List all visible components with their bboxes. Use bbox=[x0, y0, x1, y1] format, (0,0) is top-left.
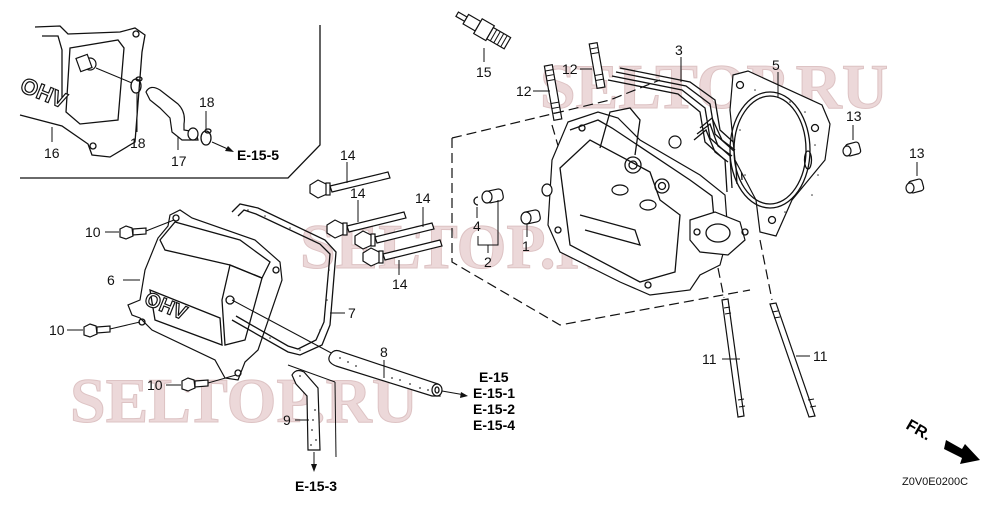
part-13-dowel-a[interactable]: 13 bbox=[842, 108, 862, 157]
callout-12-b: 12 bbox=[562, 61, 578, 77]
callout-16: 16 bbox=[44, 145, 60, 161]
callout-13-a: 13 bbox=[846, 108, 862, 124]
inset-panel: OHV 16 18 17 18 bbox=[16, 25, 321, 179]
callout-13-b: 13 bbox=[909, 145, 925, 161]
callout-2: 2 bbox=[484, 254, 492, 270]
callout-5: 5 bbox=[772, 57, 780, 73]
part-5-cylinder-gasket[interactable]: 5 bbox=[729, 57, 831, 237]
part-2-guide[interactable]: 2 bbox=[477, 188, 504, 270]
callout-15: 15 bbox=[476, 64, 492, 80]
callout-14-c: 14 bbox=[415, 190, 431, 206]
part-11-stud-b[interactable]: 11 bbox=[759, 239, 828, 418]
part-14-bolt-b[interactable]: 14 bbox=[326, 185, 407, 239]
callout-11-b: 11 bbox=[813, 348, 828, 364]
ref-e-15-2[interactable]: E-15-2 bbox=[473, 401, 515, 417]
part-16-head-cover[interactable]: OHV bbox=[16, 25, 146, 158]
callout-11-a: 11 bbox=[702, 351, 717, 367]
part-1-dowel[interactable]: 1 bbox=[520, 209, 541, 254]
callout-6: 6 bbox=[107, 272, 115, 288]
callout-10-a: 10 bbox=[85, 224, 101, 240]
breather-leader bbox=[231, 299, 336, 356]
front-arrow-icon bbox=[944, 440, 980, 464]
part-15-spark-plug[interactable]: 15 bbox=[453, 7, 512, 80]
part-17-breather-tube[interactable] bbox=[145, 86, 199, 141]
part-14-bolt-d[interactable]: 14 bbox=[362, 239, 443, 292]
ref-e-15-4[interactable]: E-15-4 bbox=[473, 417, 515, 433]
part-11-stud-a[interactable]: 11 bbox=[702, 267, 746, 418]
part-7-cover-gasket[interactable]: 7 bbox=[231, 203, 356, 356]
part-12-stud-b[interactable]: 12 bbox=[562, 41, 606, 90]
ref-e-15[interactable]: E-15 bbox=[479, 369, 509, 385]
callout-14-a: 14 bbox=[340, 147, 356, 163]
ref-e-15-1[interactable]: E-15-1 bbox=[473, 385, 515, 401]
ref-e-15-3[interactable]: E-15-3 bbox=[295, 478, 337, 494]
callout-10-b: 10 bbox=[49, 322, 65, 338]
callout-7: 7 bbox=[348, 305, 356, 321]
part-10-bolt-c[interactable]: 10 bbox=[147, 374, 237, 393]
diagram-code: Z0V0E0200C bbox=[902, 476, 968, 488]
callout-17: 17 bbox=[171, 153, 187, 169]
callout-9: 9 bbox=[283, 412, 291, 428]
cylinder-head-assembly bbox=[541, 107, 749, 296]
part-14-bolt-c[interactable]: 14 bbox=[354, 190, 435, 250]
callout-4: 4 bbox=[473, 218, 481, 234]
breather-references: E-15 E-15-1 E-15-2 E-15-4 bbox=[473, 369, 515, 433]
part-6-head-cover[interactable]: OHV 6 bbox=[107, 209, 283, 381]
callout-12-a: 12 bbox=[516, 83, 532, 99]
callout-14-d: 14 bbox=[392, 276, 408, 292]
callout-10-c: 10 bbox=[147, 377, 163, 393]
callout-3: 3 bbox=[675, 42, 683, 58]
watermark-bottom: SELTOP.RU bbox=[70, 365, 418, 436]
part-10-bolt-b[interactable]: 10 bbox=[49, 321, 141, 338]
part-13-dowel-b[interactable]: 13 bbox=[905, 145, 925, 194]
callout-1: 1 bbox=[522, 238, 530, 254]
ref-e-15-5[interactable]: E-15-5 bbox=[237, 147, 279, 163]
part-10-bolt-a[interactable]: 10 bbox=[85, 219, 175, 240]
callout-14-b: 14 bbox=[350, 185, 366, 201]
part-8-breather-hose[interactable]: 8 bbox=[328, 344, 468, 398]
callout-8: 8 bbox=[380, 344, 388, 360]
callout-18-a: 18 bbox=[130, 135, 146, 151]
part-18-clip-b[interactable] bbox=[200, 128, 212, 146]
part-18-clip-a[interactable] bbox=[130, 76, 143, 94]
callout-18-b: 18 bbox=[199, 94, 215, 110]
part-4-clip[interactable]: 4 bbox=[473, 196, 481, 234]
inset-border bbox=[20, 25, 321, 179]
front-label: FR. bbox=[903, 417, 934, 445]
front-direction-indicator: FR. bbox=[903, 417, 980, 464]
part-14-bolt-a[interactable]: 14 bbox=[309, 147, 391, 199]
part-12-stud-a[interactable]: 12 bbox=[516, 64, 563, 121]
part-9-drain-hose[interactable]: 9 E-15-3 bbox=[283, 364, 337, 494]
inset-cover-logo: OHV bbox=[17, 72, 71, 113]
